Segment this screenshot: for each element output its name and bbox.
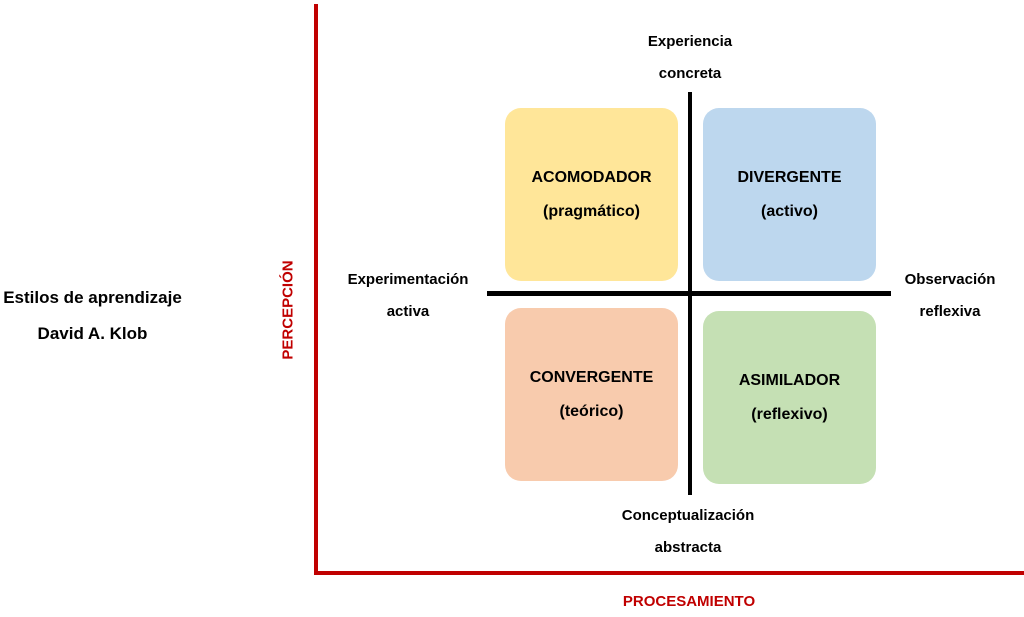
quadrant-subtitle: (activo) [761, 202, 818, 220]
quadrant-name: ACOMODADOR [531, 168, 652, 186]
quadrant-acomodador: ACOMODADOR (pragmático) [505, 108, 678, 281]
vertical-axis-line [314, 4, 318, 574]
quadrant-name: CONVERGENTE [529, 368, 654, 386]
pole-experimentacion-activa: Experimentación activa [348, 264, 469, 328]
title-author: David A. Klob [37, 324, 148, 343]
diagram-title: Estilos de aprendizaje David A. Klob [0, 280, 185, 352]
quadrant-name: ASIMILADOR [738, 371, 841, 389]
quadrant-name: DIVERGENTE [737, 168, 842, 186]
pole-line: Experimentación [347, 271, 469, 288]
quadrant-subtitle: (reflexivo) [751, 405, 828, 423]
quadrant-convergente: CONVERGENTE (teórico) [505, 308, 678, 481]
pole-line: Experiencia [647, 33, 733, 50]
quadrant-subtitle: (teórico) [559, 402, 624, 420]
pole-line: Conceptualización [621, 507, 755, 524]
cross-horizontal-line [487, 291, 891, 296]
horizontal-axis-label: PROCESAMIENTO [622, 593, 756, 610]
pole-line: activa [386, 303, 430, 320]
pole-line: reflexiva [919, 303, 981, 320]
quadrant-asimilador: ASIMILADOR (reflexivo) [703, 311, 876, 484]
pole-observacion-reflexiva: Observación reflexiva [905, 264, 996, 328]
pole-line: abstracta [654, 539, 722, 556]
title-line-1: Estilos de aprendizaje [3, 288, 182, 307]
pole-line: concreta [658, 65, 722, 82]
vertical-axis-label: PERCEPCIÓN [279, 260, 297, 360]
pole-conceptualizacion-abstracta: Conceptualización abstracta [622, 500, 755, 564]
quadrant-divergente: DIVERGENTE (activo) [703, 108, 876, 281]
pole-experiencia-concreta: Experiencia concreta [648, 26, 732, 90]
quadrant-subtitle: (pragmático) [543, 202, 640, 220]
horizontal-axis-line [314, 571, 1024, 575]
pole-line: Observación [904, 271, 996, 288]
